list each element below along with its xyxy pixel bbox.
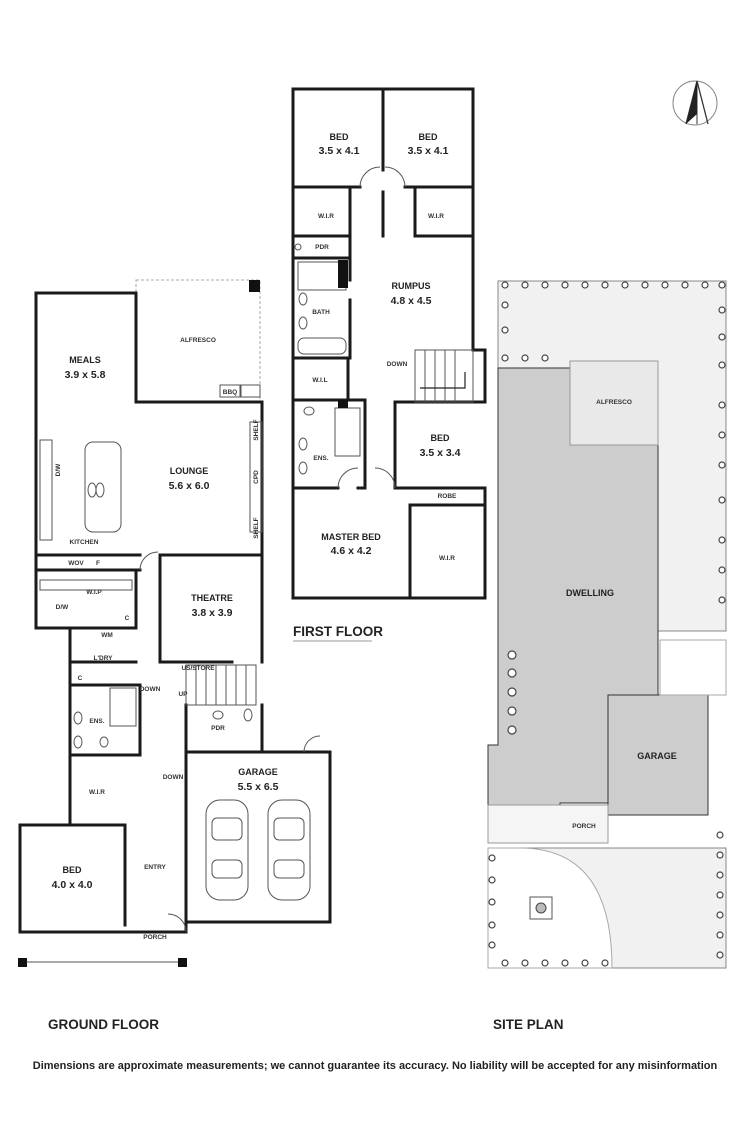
planter-icon <box>529 896 553 920</box>
down-first-label: DOWN <box>387 361 408 368</box>
bed3-dims: 3.5 x 3.4 <box>420 447 461 459</box>
theatre-dims: 3.8 x 3.9 <box>192 607 233 619</box>
us-store-label: US/STORE <box>181 665 215 672</box>
bath-label: BATH <box>312 309 330 316</box>
pdr-ground-label: PDR <box>211 725 225 732</box>
rumpus-name: RUMPUS <box>391 281 430 291</box>
bed2-name: BED <box>418 132 438 142</box>
north-arrow-icon <box>672 80 718 126</box>
garage-name: GARAGE <box>238 767 278 777</box>
bed2-dims: 3.5 x 4.1 <box>408 145 449 157</box>
shelf-label-1: SHELF <box>253 419 260 440</box>
wip-label: W.I.P <box>86 589 102 596</box>
lounge-dims: 5.6 x 6.0 <box>169 480 210 492</box>
down-ground-label-1: DOWN <box>140 686 161 693</box>
wip-c-label: C <box>125 615 130 622</box>
robe-label: ROBE <box>438 493 457 500</box>
ground-floor-plan <box>18 279 332 967</box>
bed-ground-dims: 4.0 x 4.0 <box>52 879 93 891</box>
kitchen-dw-label: D/W <box>55 463 62 477</box>
alfresco-label: ALFRESCO <box>180 337 216 344</box>
laundry-label: L'DRY <box>94 655 114 662</box>
car-icon <box>267 799 311 901</box>
hedge-tree-icons <box>488 281 726 967</box>
kitchen-label: KITCHEN <box>70 539 99 546</box>
wir-ground-label: W.I.R <box>89 789 105 796</box>
first-floor-plan <box>291 87 487 600</box>
car-icon <box>205 799 249 901</box>
site-plan <box>487 280 727 969</box>
down-ground-label-2: DOWN <box>163 774 184 781</box>
site-alfresco-label: ALFRESCO <box>596 399 632 406</box>
disclaimer-text: Dimensions are approximate measurements;… <box>32 1060 718 1072</box>
wm-label: WM <box>101 632 113 639</box>
ground-floor-title: GROUND FLOOR <box>48 1017 159 1032</box>
pdr-first-label: PDR <box>315 244 329 251</box>
fridge-label: F <box>96 560 100 567</box>
site-dwelling-label: DWELLING <box>566 588 614 598</box>
laundry-c-label: C <box>78 675 83 682</box>
meals-name: MEALS <box>69 355 101 365</box>
garage-dims: 5.5 x 6.5 <box>238 781 279 793</box>
bed1-dims: 3.5 x 4.1 <box>319 145 360 157</box>
cpd-label: CPD <box>253 470 260 484</box>
entry-label: ENTRY <box>144 864 166 871</box>
bed-ground-name: BED <box>62 865 82 875</box>
theatre-name: THEATRE <box>191 593 233 603</box>
wir1-label: W.I.R <box>318 213 334 220</box>
meals-dims: 3.9 x 5.8 <box>65 369 106 381</box>
bbq-label: BBQ <box>223 389 237 396</box>
wil-label: W.I.L <box>312 377 327 384</box>
wir-master-label: W.I.R <box>439 555 455 562</box>
ens-ground-label: ENS. <box>89 718 104 725</box>
ens-first-label: ENS. <box>313 455 328 462</box>
porch-ground-label: PORCH <box>143 934 167 941</box>
lounge-name: LOUNGE <box>170 466 209 476</box>
master-bed-name: MASTER BED <box>321 532 381 542</box>
bed1-name: BED <box>329 132 349 142</box>
rumpus-dims: 4.8 x 4.5 <box>391 295 432 307</box>
wov-label: WOV <box>68 560 84 567</box>
wir2-label: W.I.R <box>428 213 444 220</box>
master-bed-dims: 4.6 x 4.2 <box>331 545 372 557</box>
site-plan-title: SITE PLAN <box>493 1017 564 1032</box>
shelf-label-2: SHELF <box>253 517 260 538</box>
bed3-name: BED <box>430 433 450 443</box>
wip-dw-label: D/W <box>56 604 70 611</box>
site-garage-label: GARAGE <box>637 751 677 761</box>
first-floor-title: FIRST FLOOR <box>293 624 383 639</box>
up-ground-label: UP <box>178 691 188 698</box>
site-porch-label: PORCH <box>572 823 596 830</box>
